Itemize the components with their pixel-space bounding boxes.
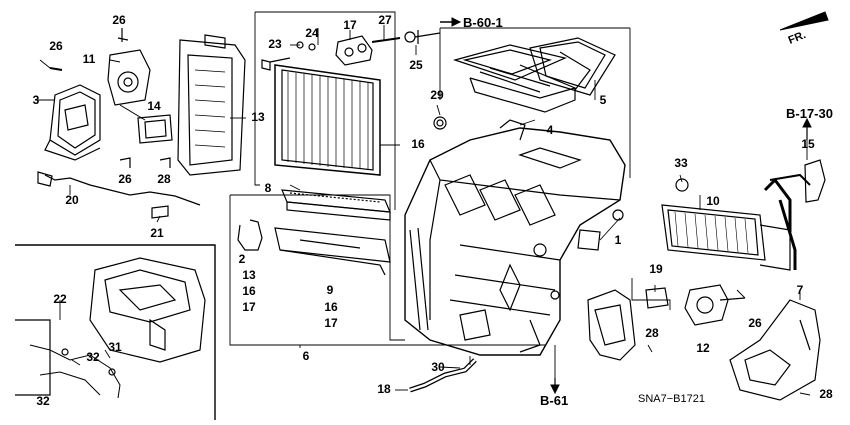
callout-26a: 26 — [112, 13, 126, 27]
callout-22: 22 — [53, 292, 67, 306]
heater-unit-housing — [404, 119, 626, 356]
callout-20: 20 — [65, 193, 79, 207]
inset-border — [15, 244, 216, 420]
washer-small — [612, 209, 624, 221]
callout-13b: 13 — [242, 268, 256, 282]
callout-14: 14 — [147, 99, 161, 113]
dust-filter — [281, 189, 391, 221]
inset-unit — [89, 257, 206, 363]
callout-24: 24 — [305, 26, 319, 40]
sensor-clip — [151, 205, 169, 219]
callout-11: 11 — [83, 52, 96, 66]
callout-7: 7 — [797, 283, 804, 297]
air-duct-frame — [529, 37, 616, 96]
callout-23: 23 — [268, 37, 282, 51]
nut — [675, 178, 689, 192]
callout-1: 1 — [615, 233, 622, 247]
sensor-harness — [44, 174, 201, 206]
callout-27: 27 — [378, 13, 392, 27]
callout-17b: 17 — [242, 300, 256, 314]
callout-8: 8 — [265, 181, 272, 195]
callout-28c: 28 — [819, 387, 833, 401]
ref-b17-30: B-17-30 — [786, 106, 833, 121]
heater-core — [661, 173, 811, 271]
pipe-clamp — [237, 219, 263, 251]
callout-26d: 26 — [748, 316, 762, 330]
leader-lines — [35, 11, 811, 396]
callout-29: 29 — [430, 88, 444, 102]
callout-13: 13 — [251, 110, 265, 124]
screw-top — [117, 28, 129, 42]
callout-28a: 28 — [157, 172, 171, 186]
mode-actuator — [645, 284, 746, 326]
evaporator-core — [261, 57, 381, 176]
callout-31: 31 — [108, 340, 122, 354]
lower-duct — [729, 299, 821, 401]
callout-17c: 17 — [324, 316, 338, 330]
ref-arrows — [440, 11, 829, 395]
motor-actuator — [107, 49, 151, 106]
callout-3: 3 — [33, 93, 40, 107]
side-bracket — [587, 289, 636, 361]
callout-2: 2 — [239, 252, 246, 266]
ref-b61: B-61 — [540, 393, 568, 408]
ref-b60-1: B-60-1 — [463, 15, 503, 30]
callout-21: 21 — [150, 226, 164, 240]
inset-harness — [15, 319, 121, 399]
callout-10: 10 — [706, 194, 720, 208]
callout-28b: 28 — [645, 326, 659, 340]
callout-12: 12 — [696, 341, 710, 355]
callout-18: 18 — [377, 382, 391, 396]
callout-17: 17 — [343, 18, 357, 32]
callout-5: 5 — [600, 93, 607, 107]
callout-25: 25 — [409, 58, 423, 72]
callout-30: 30 — [431, 360, 445, 374]
diagram-code: SNA7−B1721 — [638, 393, 705, 405]
seal-gasket — [335, 35, 373, 66]
callout-32b: 32 — [36, 394, 50, 408]
callout-32a: 32 — [86, 350, 100, 364]
callout-26b: 26 — [49, 39, 63, 53]
heater-control-panel — [177, 34, 246, 176]
callout-4: 4 — [547, 123, 554, 137]
grommet — [433, 116, 447, 130]
callout-26c: 26 — [118, 172, 132, 186]
callout-9: 9 — [327, 283, 334, 297]
relay-module — [137, 114, 173, 144]
screw-left — [119, 157, 131, 168]
clip — [308, 43, 316, 51]
front-direction-label: FR. — [787, 29, 808, 47]
callout-16c: 16 — [324, 300, 338, 314]
filter-lid — [274, 227, 391, 276]
upper-housing-frame — [452, 44, 577, 113]
grommet-seal — [804, 159, 826, 203]
callout-15: 15 — [801, 137, 815, 151]
callout-16b: 16 — [242, 284, 256, 298]
callout-19: 19 — [649, 262, 663, 276]
screw — [371, 37, 401, 43]
actuator-bracket — [44, 84, 101, 161]
callout-33: 33 — [674, 156, 688, 170]
callout-6: 6 — [303, 349, 310, 363]
callout-16: 16 — [411, 137, 425, 151]
